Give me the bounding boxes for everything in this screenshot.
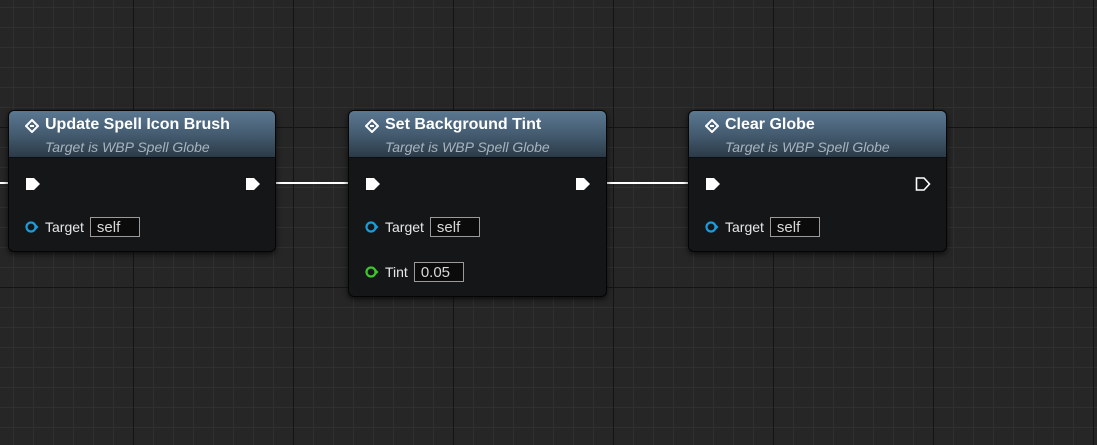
exec-out-pin-icon[interactable] — [915, 176, 931, 192]
pin-row-tint: Tint 0.05 — [365, 260, 464, 284]
pin-row-target: Target self — [25, 215, 140, 239]
node-header[interactable]: Set Background Tint Target is WBP Spell … — [349, 111, 606, 158]
node-update-spell-icon-brush[interactable]: Update Spell Icon Brush Target is WBP Sp… — [8, 110, 276, 252]
node-set-background-tint[interactable]: Set Background Tint Target is WBP Spell … — [348, 110, 607, 297]
node-header[interactable]: Clear Globe Target is WBP Spell Globe — [689, 111, 946, 158]
exec-out-pin-icon[interactable] — [245, 176, 261, 192]
exec-in-pin-icon[interactable] — [25, 176, 41, 192]
node-subtitle: Target is WBP Spell Globe — [725, 139, 890, 155]
node-subtitle: Target is WBP Spell Globe — [45, 139, 210, 155]
float-pin-icon[interactable] — [365, 265, 379, 279]
function-icon — [25, 119, 39, 133]
object-pin-icon[interactable] — [25, 220, 39, 234]
exec-in-pin-icon[interactable] — [705, 176, 721, 192]
node-clear-globe[interactable]: Clear Globe Target is WBP Spell Globe Ta… — [688, 110, 947, 252]
node-subtitle: Target is WBP Spell Globe — [385, 139, 550, 155]
node-title: Clear Globe — [725, 116, 815, 133]
pin-value-input[interactable]: 0.05 — [413, 262, 464, 282]
pin-label: Tint — [385, 264, 408, 280]
pin-value-input[interactable]: self — [769, 217, 820, 237]
pin-row-target: Target self — [705, 215, 820, 239]
pin-value-input[interactable]: self — [89, 217, 140, 237]
function-icon — [365, 119, 379, 133]
node-title: Set Background Tint — [385, 116, 542, 133]
node-header[interactable]: Update Spell Icon Brush Target is WBP Sp… — [9, 111, 275, 158]
function-icon — [705, 119, 719, 133]
exec-out-pin-icon[interactable] — [575, 176, 591, 192]
object-pin-icon[interactable] — [365, 220, 379, 234]
pin-label: Target — [725, 219, 764, 235]
node-title: Update Spell Icon Brush — [45, 116, 230, 133]
pin-label: Target — [385, 219, 424, 235]
exec-in-pin-icon[interactable] — [365, 176, 381, 192]
pin-label: Target — [45, 219, 84, 235]
object-pin-icon[interactable] — [705, 220, 719, 234]
pin-value-input[interactable]: self — [429, 217, 480, 237]
pin-row-target: Target self — [365, 215, 480, 239]
